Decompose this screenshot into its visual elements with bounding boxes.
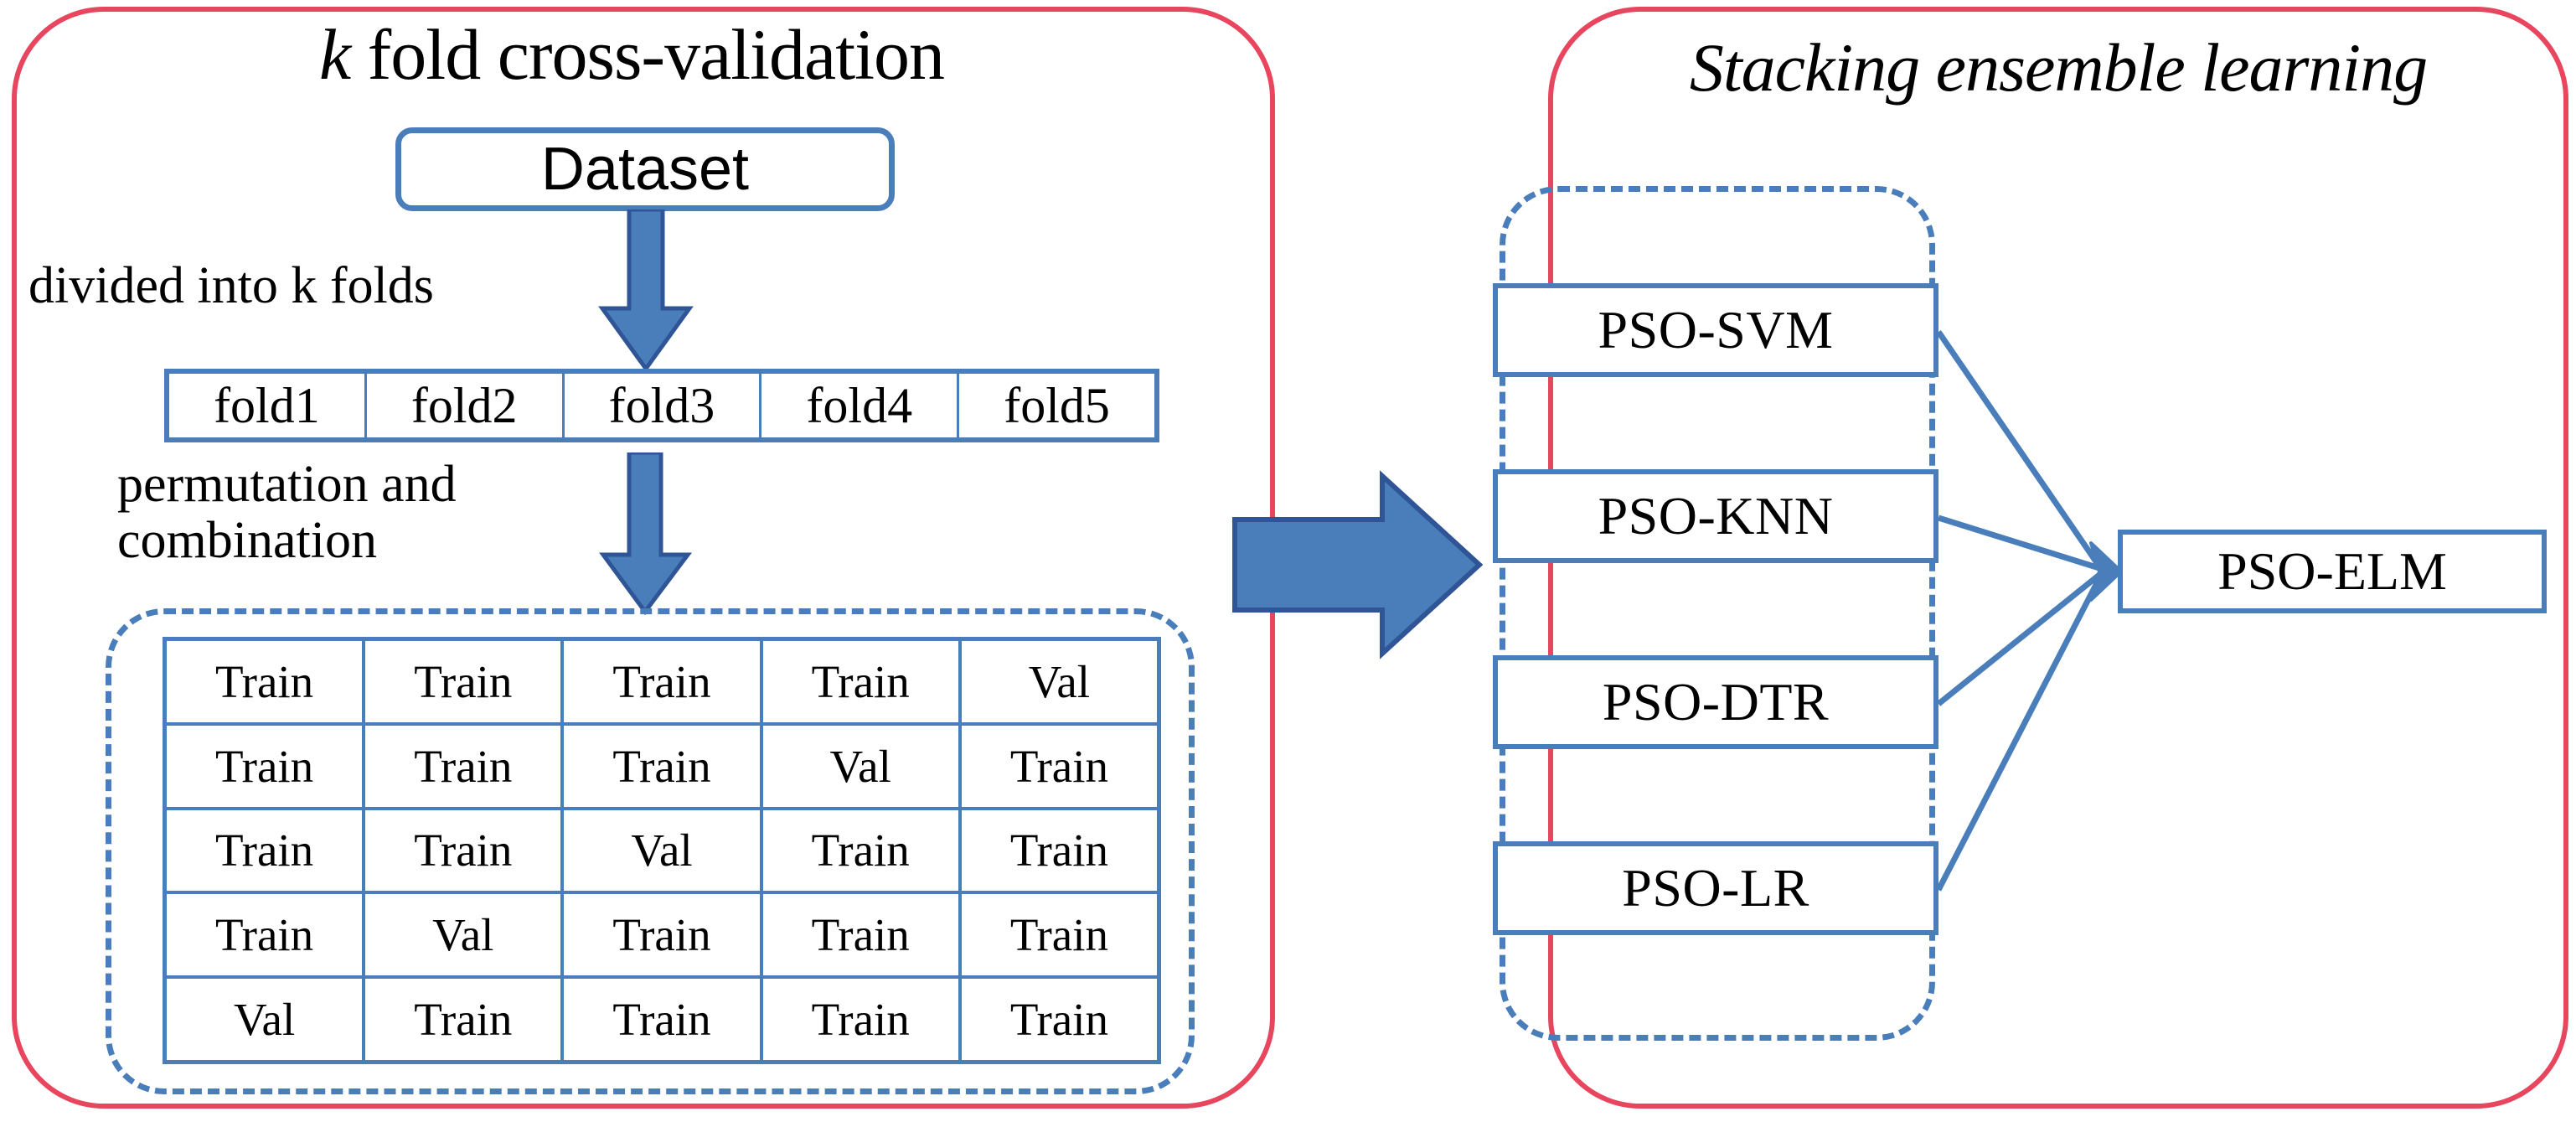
right-block-arrow-icon — [1232, 470, 1483, 659]
stacking-title: Stacking ensemble learning — [1689, 29, 2428, 106]
matrix-cell: Train — [763, 894, 962, 976]
matrix-cell: Train — [763, 979, 962, 1060]
fold-cell: fold5 — [1004, 377, 1110, 433]
fold-cell: fold3 — [565, 374, 762, 437]
matrix-cell: Train — [1009, 994, 1108, 1046]
matrix-cell: Train — [564, 725, 763, 807]
matrix-cell: Val — [1028, 655, 1091, 707]
down-arrow-icon — [598, 209, 694, 373]
caption-permutation-and-combination: permutation and combination — [117, 456, 457, 569]
permutation-dashed-container — [106, 608, 1195, 1094]
matrix-cell: Train — [564, 894, 763, 976]
matrix-cell: Train — [365, 809, 565, 892]
matrix-cell: Train — [167, 894, 366, 976]
base-model-box-pso-lr[interactable]: PSO-LR — [1493, 841, 1938, 935]
matrix-cell: Val — [763, 725, 962, 807]
train-val-matrix: Train Train Train Train Val Train Train … — [163, 637, 1161, 1064]
base-models-dashed-container — [1500, 186, 1935, 1041]
matrix-cell: Train — [763, 809, 962, 892]
matrix-cell: Train — [1009, 825, 1108, 876]
cross-validation-title: k fold cross-validation — [0, 18, 1263, 90]
table-row: Train Train Train Val Train — [167, 725, 1157, 810]
matrix-cell: Train — [365, 979, 565, 1060]
matrix-cell: Train — [1009, 909, 1108, 961]
cv-title-k: k — [318, 14, 351, 95]
matrix-cell: Train — [167, 809, 366, 892]
matrix-cell: Train — [365, 641, 565, 722]
base-model-box-pso-dtr[interactable]: PSO-DTR — [1493, 655, 1938, 749]
fold-cell: fold2 — [367, 374, 565, 437]
down-arrow-icon — [599, 452, 692, 616]
fold-cell: fold4 — [761, 374, 960, 437]
base-model-box-pso-svm[interactable]: PSO-SVM — [1493, 283, 1938, 377]
matrix-cell: Train — [167, 725, 366, 807]
dataset-label: Dataset — [540, 136, 750, 203]
caption-divided-into-k-folds: divided into k folds — [28, 257, 434, 314]
fold-strip: fold1 fold2 fold3 fold4 fold5 — [164, 369, 1159, 442]
table-row: Train Train Train Train Val — [167, 641, 1157, 726]
matrix-cell: Train — [365, 725, 565, 807]
meta-model-box-pso-elm[interactable]: PSO-ELM — [2118, 530, 2547, 613]
matrix-cell: Train — [564, 641, 763, 722]
table-row: Val Train Train Train Train — [167, 979, 1157, 1060]
table-row: Train Train Val Train Train — [167, 809, 1157, 895]
matrix-cell: Train — [167, 641, 366, 722]
matrix-cell: Val — [365, 894, 565, 976]
matrix-cell: Train — [763, 641, 962, 722]
matrix-cell: Val — [167, 979, 366, 1060]
matrix-cell: Train — [1009, 740, 1108, 792]
dataset-box[interactable]: Dataset — [395, 127, 895, 211]
cv-title-rest: fold cross-validation — [350, 14, 945, 95]
matrix-cell: Val — [564, 809, 763, 892]
table-row: Train Val Train Train Train — [167, 894, 1157, 980]
base-model-box-pso-knn[interactable]: PSO-KNN — [1493, 469, 1938, 563]
fold-cell: fold1 — [169, 374, 367, 437]
matrix-cell: Train — [564, 979, 763, 1060]
